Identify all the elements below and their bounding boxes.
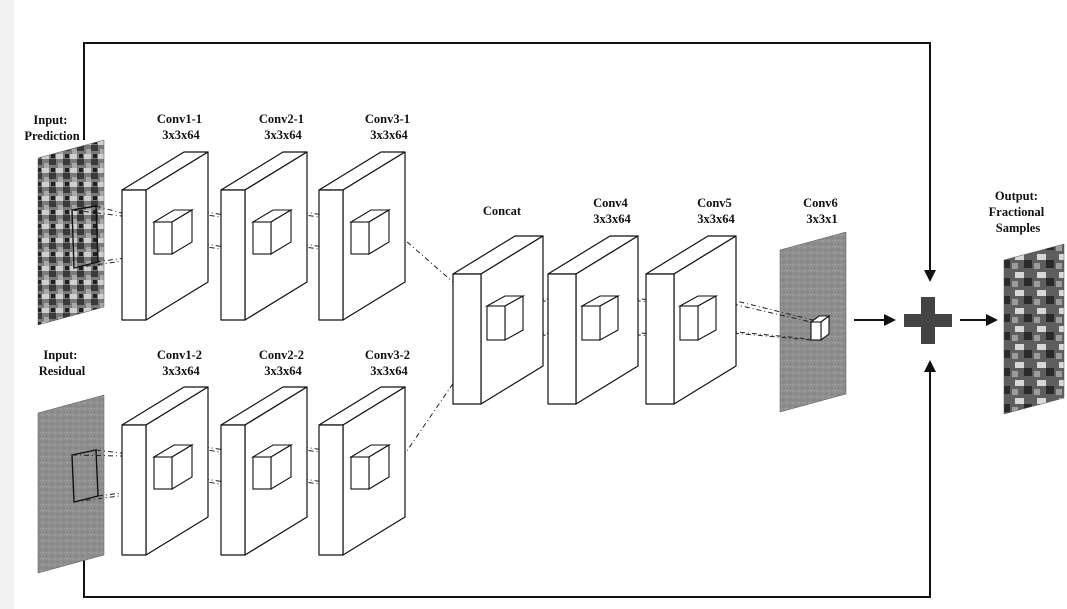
conv6-to-sum-arrow — [854, 314, 896, 326]
sum-to-output-arrow — [960, 314, 998, 326]
input-prediction-image — [38, 140, 104, 325]
conv5-kernel — [680, 296, 716, 340]
conv3-1-label: Conv3-1 3x3x64 — [365, 112, 413, 142]
concat-label: Concat — [483, 204, 522, 218]
input-residual-image — [38, 395, 104, 573]
input-prediction-label: Input: Prediction — [24, 113, 79, 143]
conv6-kernel — [811, 316, 829, 340]
conv6-label: Conv6 3x3x1 — [803, 196, 841, 226]
conv5-label: Conv5 3x3x64 — [697, 196, 735, 226]
concat-kernel — [487, 296, 523, 340]
conv4-kernel — [582, 296, 618, 340]
conv2-2-label: Conv2-2 3x3x64 — [259, 348, 307, 378]
output-label: Output: Fractional Samples — [989, 189, 1048, 235]
input-residual-label: Input: Residual — [39, 348, 86, 378]
conv1-1-label: Conv1-1 3x3x64 — [157, 112, 205, 142]
conv3-2-label: Conv3-2 3x3x64 — [365, 348, 413, 378]
conv4-label: Conv4 3x3x64 — [593, 196, 631, 226]
output-fractional-image — [1004, 244, 1064, 414]
left-margin-strip — [0, 0, 14, 609]
conv1-2-label: Conv1-2 3x3x64 — [157, 348, 205, 378]
conv2-1-label: Conv2-1 3x3x64 — [259, 112, 307, 142]
